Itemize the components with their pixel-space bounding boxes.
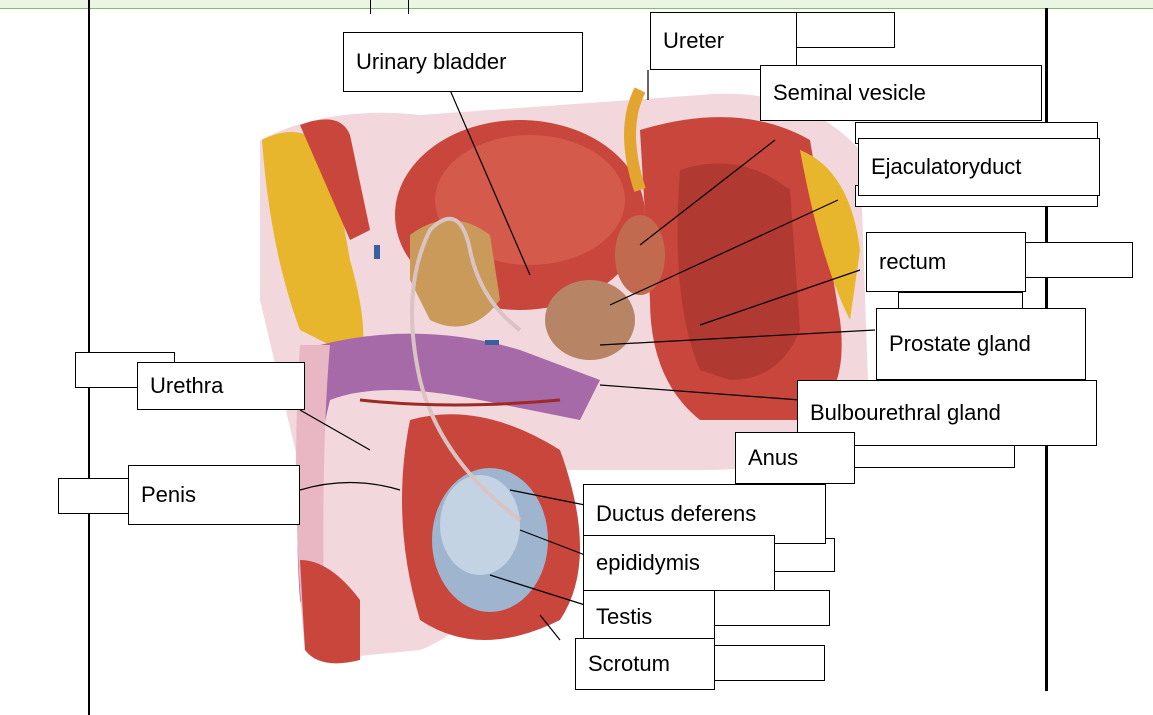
label-ureter: Ureter [650,12,797,70]
label-anus: Anus [735,432,855,484]
label-epididymis: epididymis [583,535,775,591]
label-scrotum: Scrotum [575,638,715,690]
label-ejaculatory-duct: Ejaculatoryduct [858,138,1100,196]
label-prostate-gland: Prostate gland [876,308,1086,380]
label-testis: Testis [583,590,715,644]
label-penis: Penis [128,465,300,525]
label-rectum: rectum [866,232,1026,292]
label-seminal-vesicle: Seminal vesicle [760,65,1042,121]
prostate-shape [545,280,635,360]
rectum-inner [678,163,801,380]
empty-box-rectum [1020,242,1133,278]
empty-box-testis [710,590,830,626]
empty-box-ureter [795,12,895,48]
label-urinary-bladder: Urinary bladder [343,32,583,92]
testis-highlight [440,475,520,575]
blue-vessel-1 [374,245,380,259]
blue-vessel-2 [485,340,499,345]
empty-box-scrotum [712,645,825,681]
label-urethra: Urethra [137,362,305,410]
